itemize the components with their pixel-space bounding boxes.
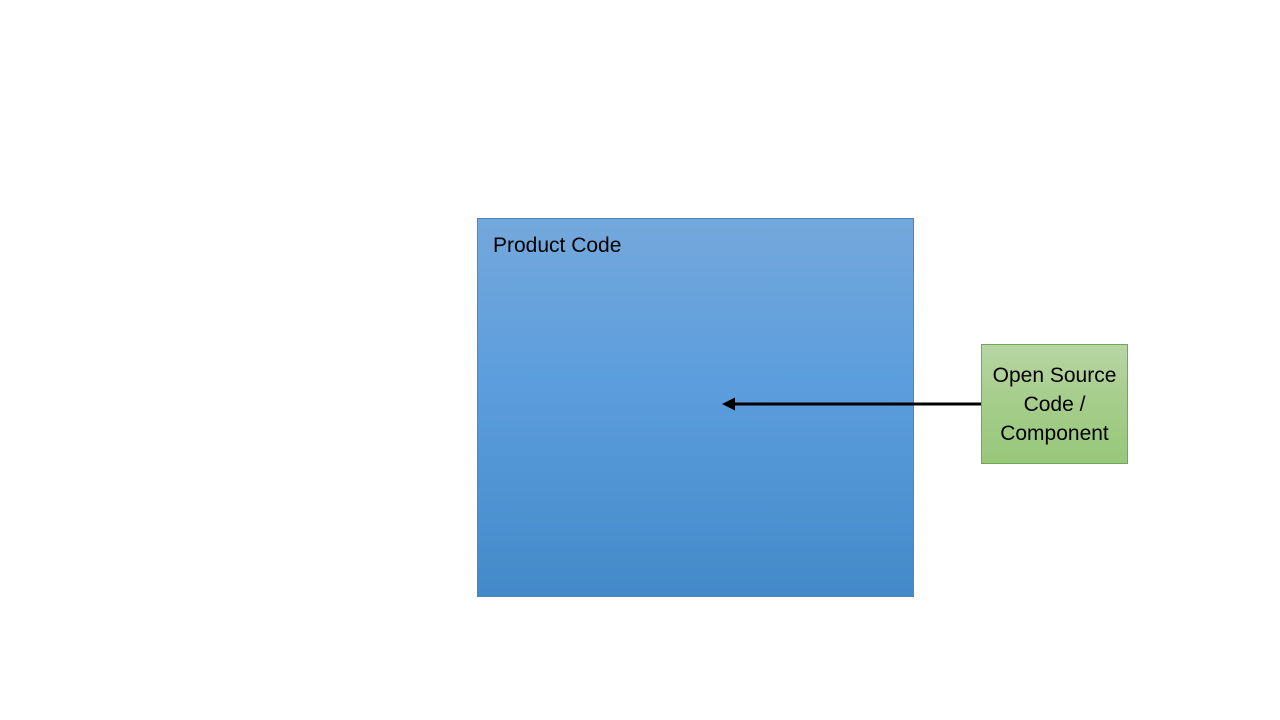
product-code-box: Product Code (477, 218, 914, 597)
open-source-component-box: Open Source Code / Component (981, 344, 1128, 464)
open-source-component-label: Open Source Code / Component (992, 363, 1117, 445)
product-code-label: Product Code (493, 234, 622, 257)
